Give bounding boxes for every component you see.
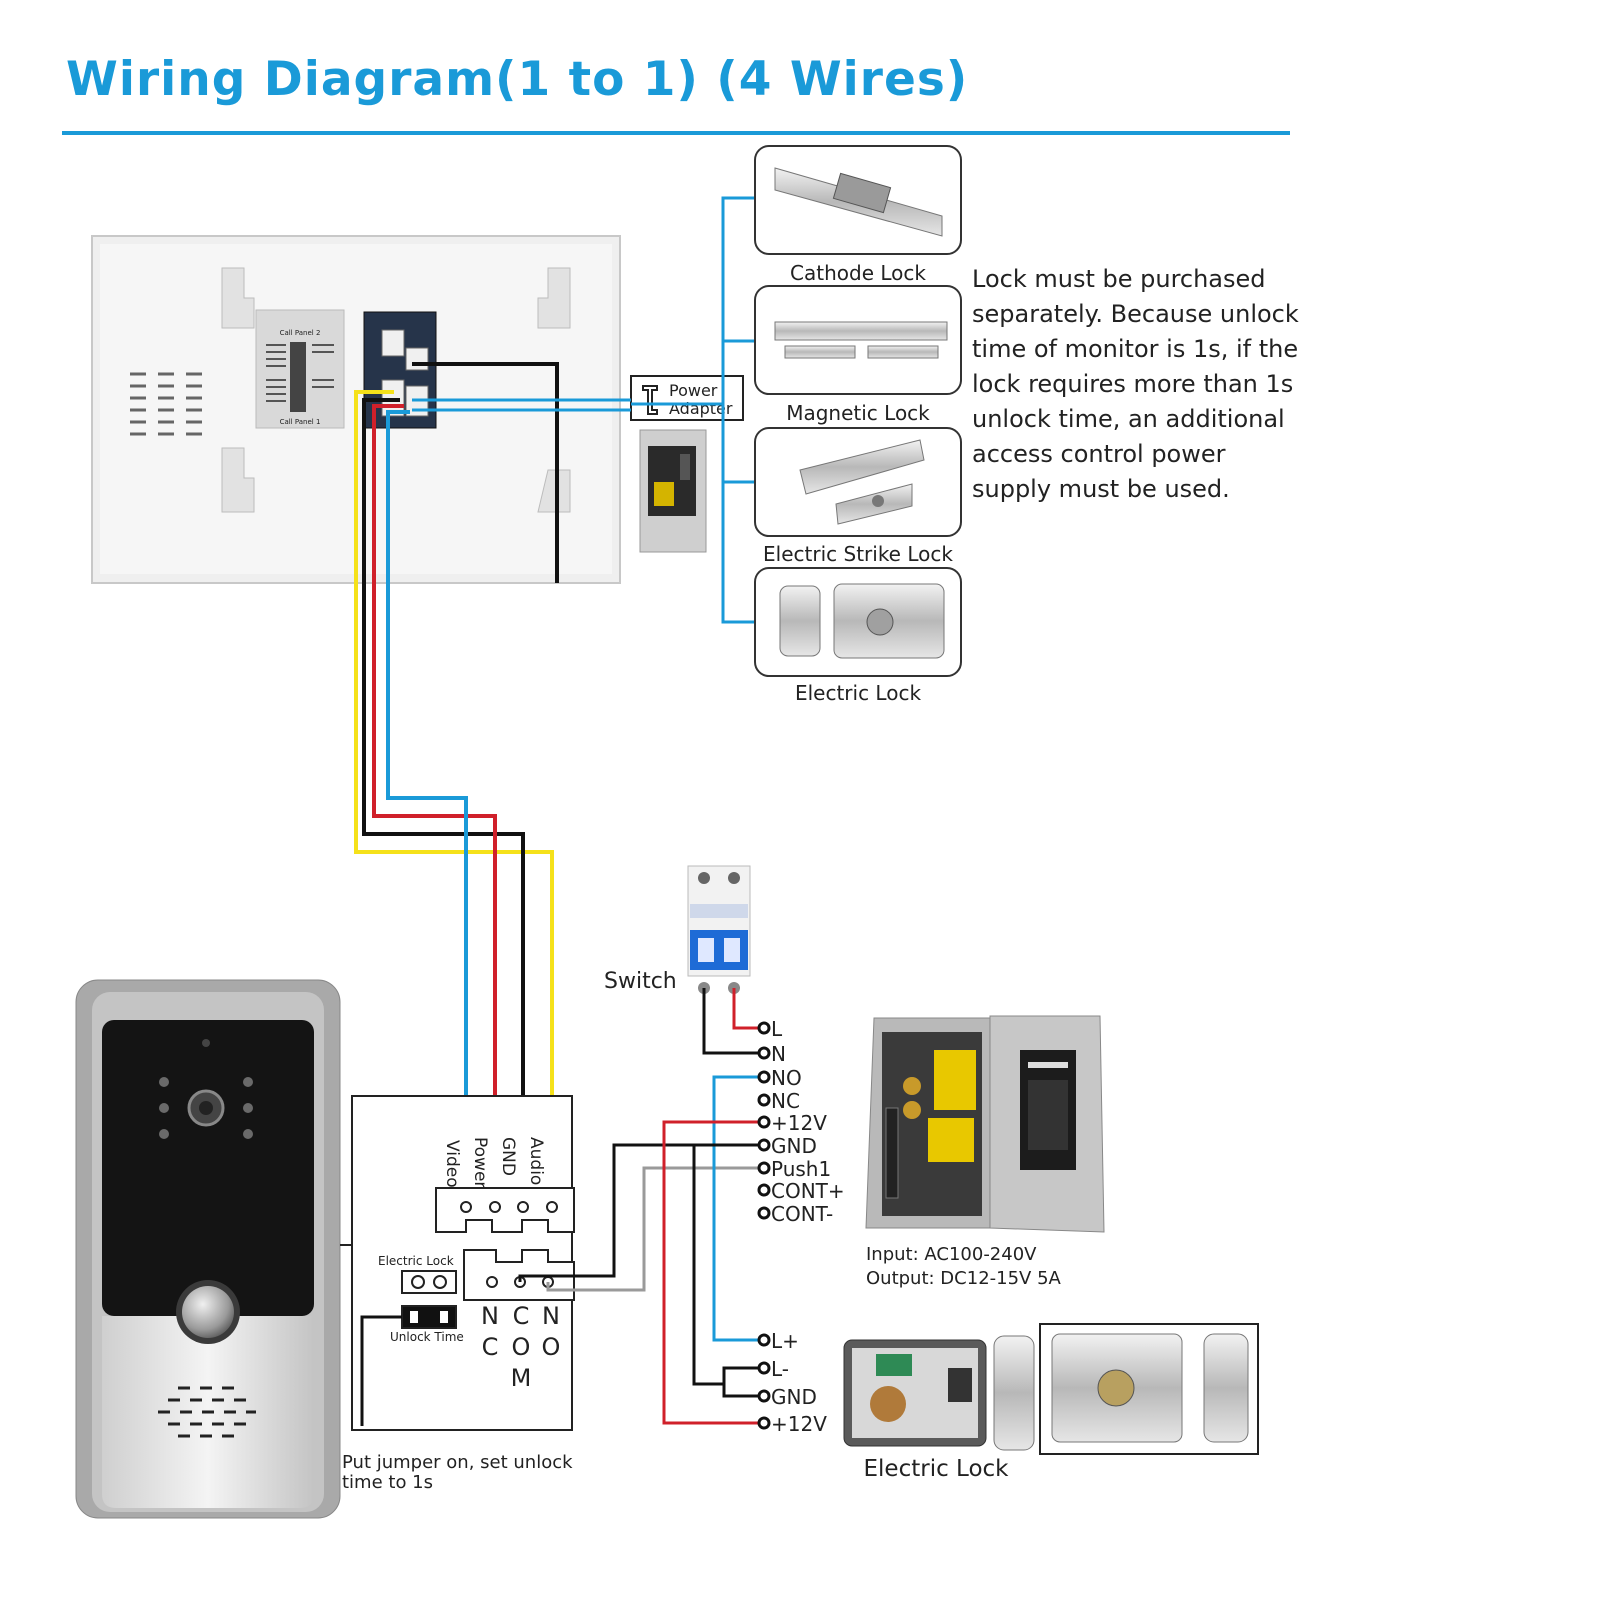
terminal-label-video: Video — [442, 1140, 462, 1188]
terminal-label-power: Power — [470, 1137, 490, 1188]
psu-terminals: L N NO NC +12V GND Push1 CONT+ CONT- — [757, 1017, 845, 1226]
relay-no-2: O — [542, 1333, 561, 1361]
relay-com-3: M — [511, 1364, 532, 1392]
electric-lock-jumper[interactable] — [401, 1270, 457, 1294]
microphone-hole — [202, 1039, 210, 1047]
jumper-note-line-1: Put jumper on, set unlock — [342, 1452, 573, 1473]
relay-nc-2: C — [482, 1333, 499, 1361]
electric-strike-lock-card — [754, 427, 962, 537]
access-control-power-supply-image — [865, 1015, 1105, 1233]
cathode-lock-image — [774, 167, 943, 237]
lock-terminal-gnd: GND — [771, 1385, 817, 1409]
psu-spec-output: Output: DC12-15V 5A — [866, 1268, 1062, 1289]
psu-terminal-l: L — [771, 1017, 783, 1041]
cathode-lock-label: Cathode Lock — [790, 261, 926, 285]
electric-lock-label: Electric Lock — [795, 681, 921, 705]
lock-note: Lock must be purchased separately. Becau… — [972, 265, 1299, 503]
jumper-note-line-2: time to 1s — [342, 1472, 433, 1493]
lock-terminal-l-minus: L- — [771, 1357, 789, 1381]
psu-terminal-n: N — [771, 1042, 786, 1066]
psu-terminal-gnd: GND — [771, 1134, 817, 1158]
sticker-bottom-text: Call Panel 1 — [280, 418, 321, 426]
power-adapter: Power Adapter — [630, 375, 744, 553]
outdoor-speaker-grille — [158, 1386, 256, 1438]
relay-no-1: N — [542, 1302, 560, 1330]
power-adapter-label-1: Power — [669, 381, 718, 400]
lock-terminal-l-plus: L+ — [771, 1329, 799, 1353]
psu-terminal-12v: +12V — [771, 1111, 827, 1135]
electric-lock-photo — [843, 1323, 1259, 1455]
circuit-breaker-switch[interactable] — [687, 865, 751, 994]
lock-power-supply-image — [639, 429, 707, 553]
jumper-electric-lock-label: Electric Lock — [378, 1254, 454, 1268]
video-connector — [435, 1187, 575, 1233]
psu-spec-input: Input: AC100-240V — [866, 1244, 1037, 1265]
psu-terminal-push1: Push1 — [771, 1157, 831, 1181]
psu-terminal-cont-minus: CONT- — [771, 1202, 833, 1226]
outdoor-station — [75, 979, 352, 1519]
psu-terminal-no: NO — [771, 1066, 802, 1090]
title-rule — [62, 131, 1290, 135]
lock-terminals: L+ L- GND +12V — [757, 1329, 827, 1436]
relay-com-2: O — [512, 1333, 531, 1361]
electric-strike-lock-image — [799, 439, 925, 525]
outdoor-terminal-box: Video Power GND Audio N C C O M N O Elec… — [351, 1095, 575, 1431]
main-wires — [354, 362, 631, 1210]
terminal-label-gnd: GND — [498, 1137, 518, 1176]
jumper-pointer-line — [360, 1315, 402, 1426]
ir-leds — [159, 1077, 253, 1139]
speaker-grille — [130, 372, 202, 436]
lock-options: Cathode Lock Magnetic Lock Electric Stri… — [631, 145, 962, 705]
bottom-electric-lock-label: Electric Lock — [864, 1456, 1010, 1482]
sticker-top-text: Call Panel 2 — [280, 329, 321, 337]
magnetic-lock-image — [774, 321, 948, 359]
page-title: Wiring Diagram(1 to 1) (4 Wires) — [66, 52, 969, 107]
psu-wires — [662, 988, 760, 1425]
psu-terminal-cont-plus: CONT+ — [771, 1179, 845, 1203]
terminal-sticker: Call Panel 2 Call Panel 1 — [255, 309, 345, 429]
call-button[interactable] — [182, 1286, 234, 1338]
electric-strike-lock-label: Electric Strike Lock — [763, 542, 953, 566]
terminal-label-audio: Audio — [526, 1137, 546, 1185]
relay-com-1: C — [513, 1302, 530, 1330]
relay-nc-1: N — [481, 1302, 499, 1330]
switch-label: Switch — [604, 969, 677, 994]
lock-terminal-12v: +12V — [771, 1412, 827, 1436]
jumper-unlock-time-label: Unlock Time — [390, 1330, 464, 1344]
electric-lock-image — [779, 583, 945, 659]
magnetic-lock-label: Magnetic Lock — [786, 401, 930, 425]
psu-terminal-nc: NC — [771, 1089, 800, 1113]
